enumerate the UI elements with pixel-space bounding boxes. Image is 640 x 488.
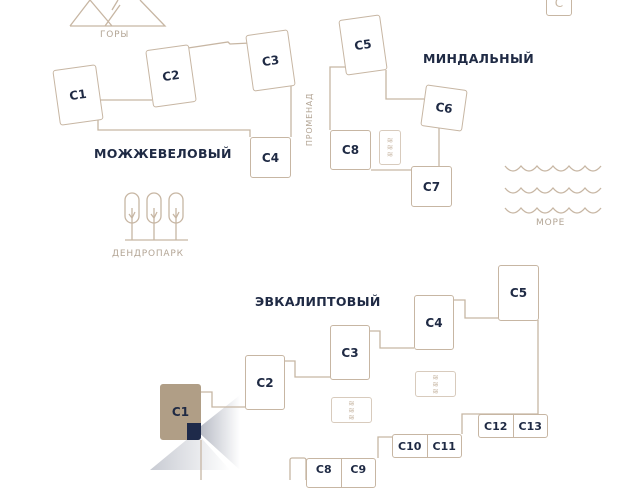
building-mozh-c3[interactable]: С3 — [245, 29, 296, 92]
building-mind-c8[interactable]: С8 — [330, 130, 371, 170]
building-mind-c6[interactable]: С6 — [420, 84, 468, 132]
building-mozh-c1[interactable]: С1 — [52, 64, 104, 126]
view-cone — [196, 395, 240, 470]
building-evk-c5[interactable]: С5 — [498, 265, 539, 321]
building-evk-c2[interactable]: С2 — [245, 355, 285, 410]
street-mozhzhevelovy: МОЖЖЕВЕЛОВЫЙ — [94, 146, 232, 161]
mountains-icon — [69, 0, 167, 27]
building-mozh-c4[interactable]: С4 — [250, 137, 291, 178]
building-evk-c13[interactable]: С13 — [512, 415, 548, 437]
building-evk-c8[interactable]: С8 — [315, 463, 332, 476]
sea-waves-icon — [504, 164, 602, 214]
building-pair-c8-c9: С8 С9 — [306, 458, 376, 488]
label-sea: МОРЕ — [536, 218, 566, 228]
building-mozh-c2[interactable]: С2 — [145, 44, 197, 108]
location-marker-icon — [187, 423, 201, 440]
street-mindalny: МИНДАЛЬНЫЙ — [423, 51, 534, 66]
building-pair-c12-c13: С12 С13 — [478, 414, 548, 438]
building-pair-c10-c11: С10 С11 — [392, 434, 462, 458]
building-evk-c11[interactable]: С11 — [426, 435, 462, 457]
label-mountains: ГОРЫ — [100, 30, 130, 40]
building-evk-c9[interactable]: С9 — [340, 459, 376, 487]
building-evk-c4[interactable]: С4 — [414, 295, 454, 350]
building-partial[interactable]: С — [546, 0, 572, 16]
building-evk-c3[interactable]: С3 — [330, 325, 370, 380]
building-mind-c5[interactable]: С5 — [338, 14, 388, 76]
label-arboretum: ДЕНДРОПАРК — [112, 249, 184, 259]
building-mind-c7[interactable]: С7 — [411, 166, 452, 207]
trees-icon — [124, 192, 188, 241]
pool-icon: ≋≋≋ — [415, 371, 456, 397]
pool-icon: ≋≋≋ — [379, 130, 401, 165]
pool-icon: ≋≋≋ — [331, 397, 372, 423]
label-promenade: ПРОМЕНАД — [305, 92, 315, 147]
building-evk-c10[interactable]: С10 — [398, 439, 422, 453]
street-evkaliptovy: ЭВКАЛИПТОВЫЙ — [255, 294, 381, 309]
building-evk-c12[interactable]: С12 — [484, 419, 508, 433]
